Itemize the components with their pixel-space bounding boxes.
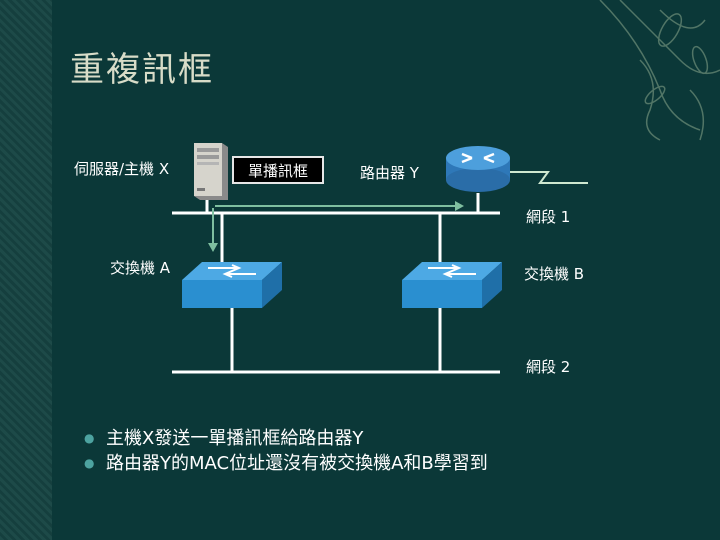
switch-b-icon (402, 262, 502, 308)
frame-arrow-head (455, 201, 464, 211)
flood-arrow-head (208, 243, 218, 252)
router-label: 路由器 Y (360, 164, 419, 182)
bullet-item: ● 主機X發送一單播訊框給路由器Y (84, 426, 488, 451)
bullet-text: 路由器Y的MAC位址還沒有被交換機A和B學習到 (106, 453, 488, 474)
switch-a-label: 交換機 A (110, 259, 171, 277)
segment-1-label: 網段 1 (526, 208, 571, 226)
bullet-text: 主機X發送一單播訊框給路由器Y (106, 428, 364, 449)
corner-ornament-icon (599, 0, 720, 141)
bullet-list: ● 主機X發送一單播訊框給路由器Y ● 路由器Y的MAC位址還沒有被交換機A和B… (84, 426, 488, 476)
router-icon (446, 146, 510, 192)
decorative-left-strip (0, 0, 52, 540)
bullet-item: ● 路由器Y的MAC位址還沒有被交換機A和B學習到 (84, 451, 488, 476)
unicast-frame-label: 單播訊框 (232, 156, 324, 184)
bullet-icon: ● (84, 456, 95, 470)
slide-title: 重複訊框 (70, 50, 214, 90)
server-icon (194, 143, 228, 200)
bullet-icon: ● (84, 431, 95, 445)
segment-2-label: 網段 2 (526, 358, 571, 376)
server-label: 伺服器/主機 X (74, 160, 170, 178)
router-wan-link (510, 171, 588, 184)
slide-background (52, 0, 720, 540)
switch-a-icon (182, 262, 282, 308)
switch-b-label: 交換機 B (524, 265, 585, 283)
